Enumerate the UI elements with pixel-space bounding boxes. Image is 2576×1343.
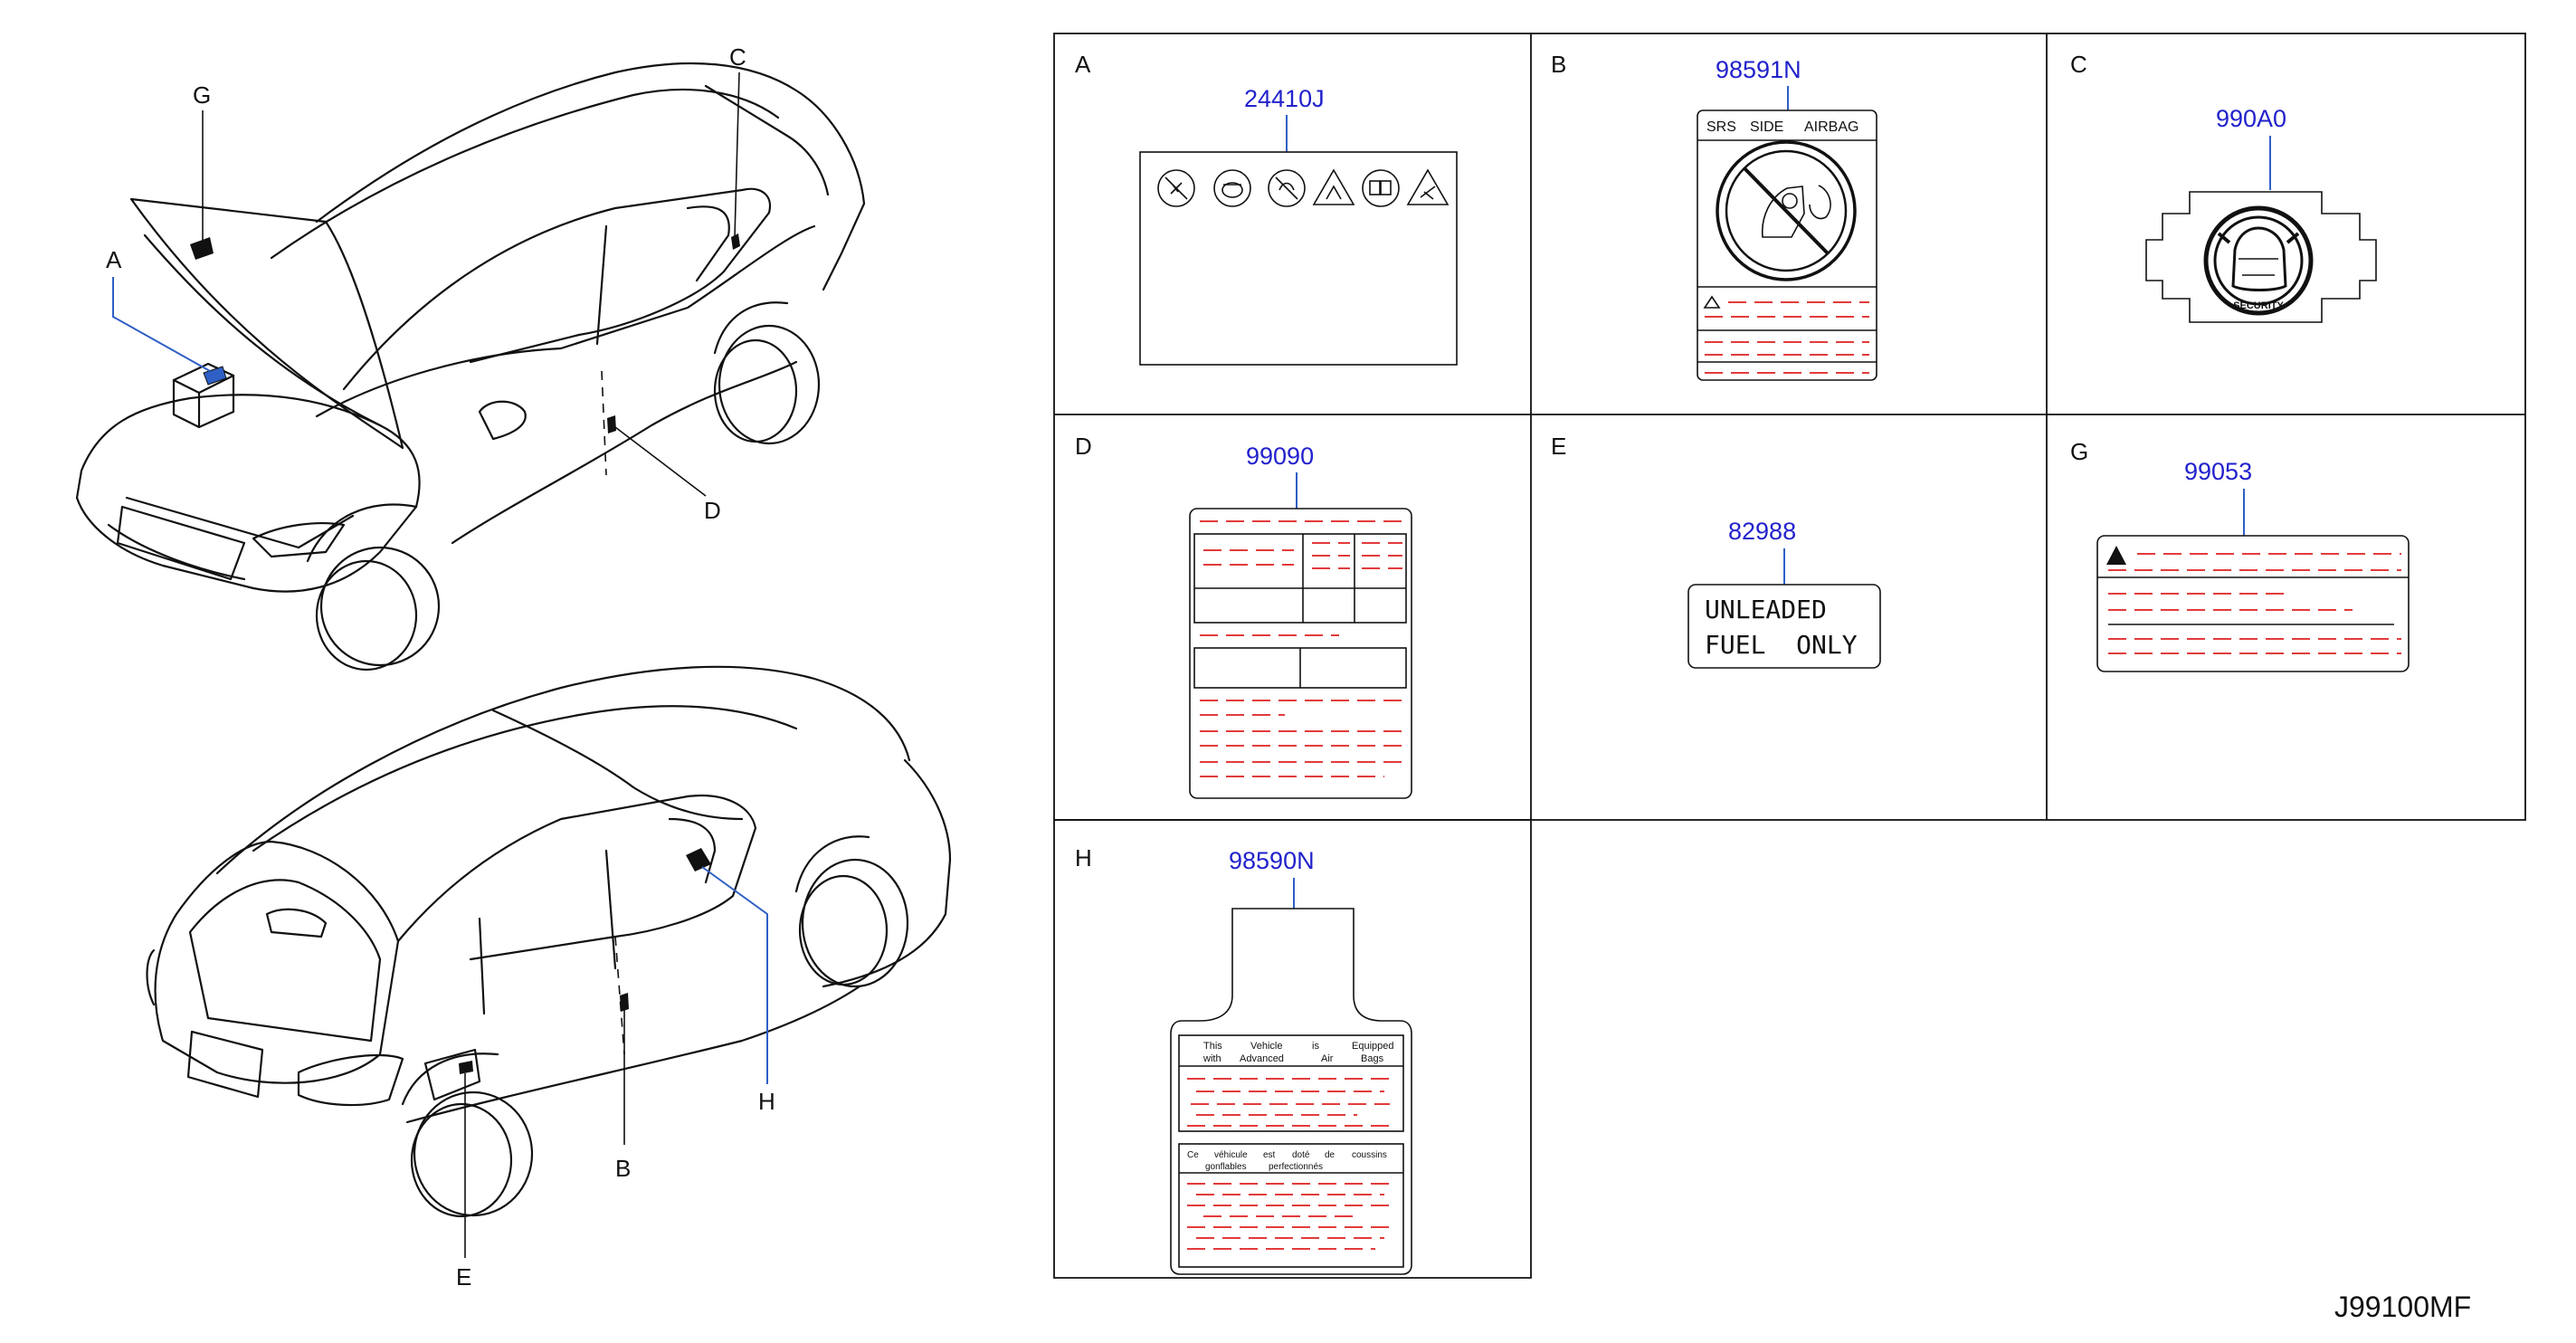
- security-sticker: SECURITY: [2145, 191, 2377, 323]
- label-h-fr-4: doté: [1292, 1150, 1310, 1160]
- label-h-fr-7: gonflables: [1205, 1162, 1247, 1172]
- panel-c-letter: C: [2070, 51, 2087, 78]
- panel-g-letter: G: [2070, 438, 2088, 465]
- battery-label: [1139, 151, 1458, 366]
- panel-d-part-number: 99090: [1246, 443, 1314, 470]
- label-h-en-2: Vehicle: [1250, 1041, 1282, 1052]
- panel-g-part-number: 99053: [2184, 458, 2252, 485]
- hood-caution-label: [2096, 535, 2410, 672]
- callout-c: C: [729, 43, 746, 71]
- callout-h: H: [758, 1088, 775, 1115]
- panel-g: G 99053: [2070, 438, 2410, 672]
- label-h-fr-8: perfectionnés: [1269, 1162, 1323, 1172]
- panel-grid: [1053, 33, 2528, 1292]
- bottom-callouts: E B H: [456, 866, 775, 1291]
- panel-h-letter: H: [1075, 844, 1092, 872]
- panel-c-part-number: 990A0: [2216, 105, 2286, 132]
- panel-a-letter: A: [1075, 51, 1091, 78]
- advanced-airbag-label: [1170, 908, 1412, 1275]
- callout-e: E: [456, 1263, 471, 1291]
- tire-placard: [1189, 508, 1412, 799]
- label-h-fr-6: coussins: [1352, 1150, 1387, 1160]
- label-h-fr-5: de: [1325, 1150, 1336, 1160]
- panel-b-part-number: 98591N: [1716, 56, 1801, 83]
- diagram-code: J99100MF: [2334, 1291, 2471, 1323]
- panel-d-letter: D: [1075, 433, 1092, 460]
- srs-airbag-label: [1697, 110, 1877, 381]
- panel-a: A 24410J: [1075, 51, 1458, 366]
- panel-c: C 990A0 SECURITY: [2070, 51, 2377, 323]
- label-h-en-3: is: [1312, 1041, 1319, 1052]
- panel-b-letter: B: [1551, 51, 1566, 78]
- label-h-en-5: with: [1202, 1053, 1221, 1064]
- label-e-line-1: UNLEADED: [1705, 595, 1827, 624]
- panel-b: B 98591N SRS SIDE AIRBAG: [1551, 51, 1877, 381]
- security-text: SECURITY: [2233, 300, 2284, 311]
- label-b-word-3: AIRBAG: [1804, 119, 1858, 135]
- panel-e-part-number: 82988: [1728, 518, 1796, 545]
- panel-a-part-number: 24410J: [1244, 85, 1325, 112]
- callout-g: G: [193, 81, 211, 109]
- callout-a: A: [106, 246, 122, 273]
- callout-b: B: [615, 1155, 631, 1182]
- battery-warning-icons: [1157, 168, 1450, 207]
- label-b-word-2: SIDE: [1750, 119, 1783, 135]
- panel-e: E 82988 UNLEADED FUEL ONLY: [1551, 433, 1881, 669]
- panel-e-letter: E: [1551, 433, 1566, 460]
- label-h-fr-1: Ce: [1187, 1150, 1199, 1160]
- panel-d: D 99090: [1075, 433, 1412, 799]
- car-front-view: [75, 62, 866, 672]
- top-callouts: G C A D: [106, 43, 746, 524]
- label-h-en-4: Equipped: [1352, 1041, 1394, 1052]
- callout-d: D: [704, 497, 721, 524]
- label-h-fr-3: est: [1263, 1150, 1276, 1160]
- label-h-en-6: Advanced: [1240, 1053, 1284, 1064]
- unleaded-fuel-label: [1687, 584, 1881, 669]
- label-h-en-8: Bags: [1361, 1053, 1384, 1064]
- car-rear-view: [146, 665, 952, 1218]
- label-b-word-1: SRS: [1706, 119, 1736, 135]
- no-child-seat-icon: [1716, 140, 1857, 281]
- label-h-en-7: Air: [1321, 1053, 1334, 1064]
- label-e-line-2: FUEL ONLY: [1705, 630, 1858, 660]
- label-h-fr-2: véhicule: [1214, 1150, 1248, 1160]
- panel-h-part-number: 98590N: [1229, 847, 1315, 874]
- label-h-en-1: This: [1203, 1041, 1222, 1052]
- panel-h: H 98590N This Vehicle is Equipped with A…: [1075, 844, 1412, 1275]
